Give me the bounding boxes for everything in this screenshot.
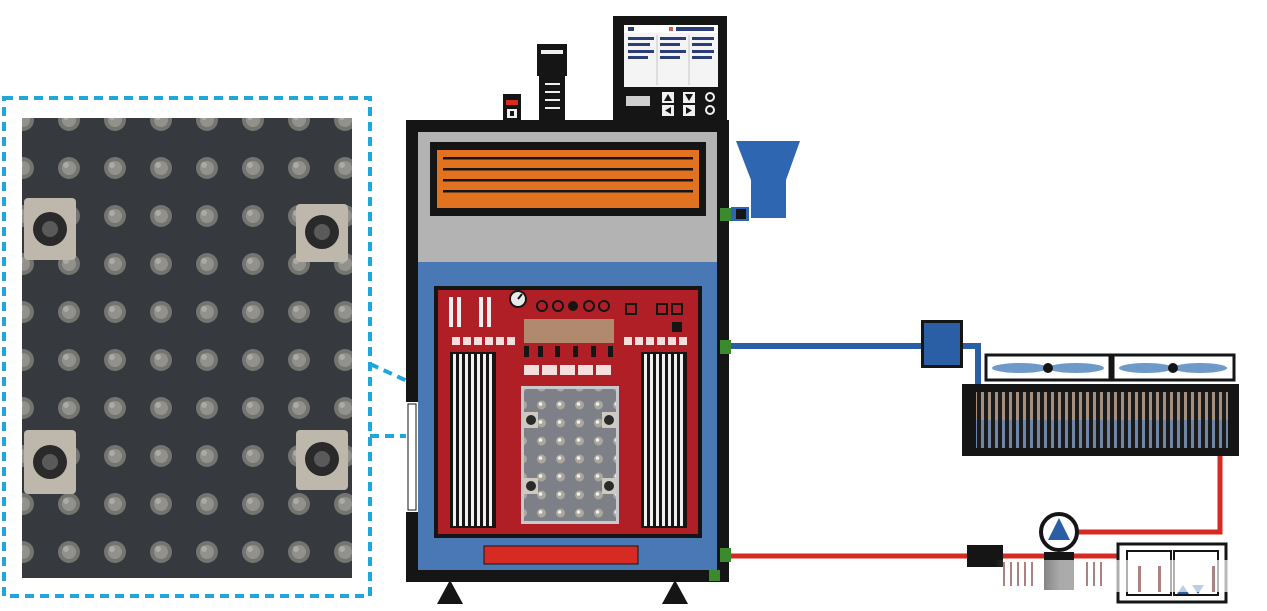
arrow-left-icon[interactable] bbox=[662, 105, 674, 116]
cold-pipe-to-radiator bbox=[963, 343, 981, 386]
controller-button-bottom[interactable] bbox=[705, 105, 715, 115]
filter-block bbox=[967, 545, 1003, 567]
heater-panel bbox=[430, 142, 706, 216]
radiator bbox=[962, 384, 1239, 456]
callout-leader-upper bbox=[369, 362, 524, 465]
connector-top bbox=[720, 208, 731, 221]
thermostat-knob-icon[interactable] bbox=[509, 290, 527, 308]
fan-left bbox=[984, 353, 1112, 382]
test-board bbox=[434, 286, 702, 538]
clamp-top-left bbox=[24, 198, 76, 260]
connector-middle bbox=[720, 340, 731, 354]
arrow-up-icon[interactable] bbox=[662, 92, 674, 103]
arrow-right-icon[interactable] bbox=[683, 105, 695, 116]
wire-bundle-left bbox=[450, 352, 496, 528]
fan-right bbox=[1111, 353, 1236, 382]
sample-plate bbox=[521, 386, 619, 524]
hot-pipe-return bbox=[1078, 456, 1223, 535]
cold-valve bbox=[921, 320, 963, 368]
power-switch[interactable] bbox=[503, 94, 521, 120]
faded-overlay bbox=[995, 560, 1255, 592]
connector-bottom bbox=[720, 548, 731, 562]
magnified-sample-photo bbox=[22, 118, 352, 578]
funnel-nozzle-icon bbox=[731, 141, 800, 221]
clamp-bottom-right bbox=[296, 430, 348, 490]
bottom-heater-strip bbox=[483, 545, 639, 565]
controller-button-top[interactable] bbox=[705, 92, 715, 102]
callout-leader-lower bbox=[370, 434, 523, 469]
clamp-top-right bbox=[296, 204, 348, 262]
cable-connector bbox=[537, 44, 567, 120]
magnifier-callout-frame bbox=[2, 96, 372, 598]
connector-bottom-2 bbox=[709, 570, 720, 581]
fan-blade-icon bbox=[1119, 363, 1227, 373]
arrow-down-icon[interactable] bbox=[683, 92, 695, 103]
wire-bundle-right bbox=[641, 352, 687, 528]
clamp-bottom-left bbox=[24, 430, 76, 494]
fan-blade-icon bbox=[992, 363, 1104, 373]
pump-triangle-icon bbox=[1048, 518, 1070, 540]
cabinet-foot-right bbox=[662, 580, 688, 604]
control-unit bbox=[613, 16, 727, 122]
cabinet-foot-left bbox=[437, 580, 463, 604]
